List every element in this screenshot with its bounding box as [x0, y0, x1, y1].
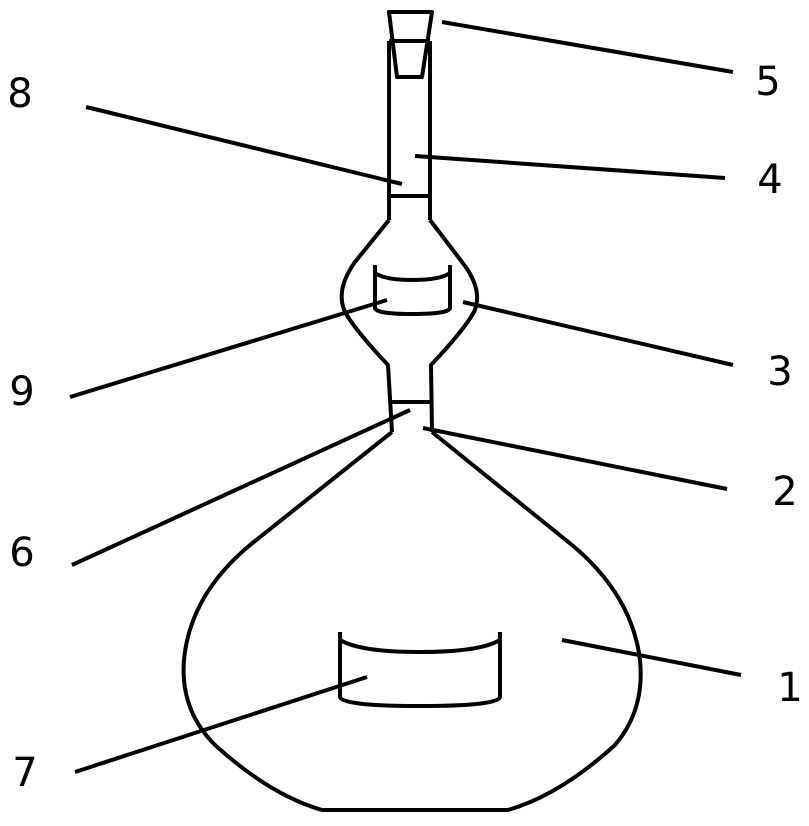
bottom-cup	[340, 632, 500, 706]
label-1: 1	[777, 665, 802, 711]
flask-body	[184, 432, 641, 810]
label-4: 4	[757, 157, 782, 203]
label-3: 3	[767, 349, 792, 395]
label-8: 8	[7, 71, 32, 117]
label-6: 6	[9, 530, 34, 576]
label-7: 7	[12, 750, 37, 796]
label-5: 5	[755, 59, 780, 105]
stopper	[389, 12, 432, 77]
label-2: 2	[772, 469, 797, 515]
bulb-cup	[375, 265, 450, 314]
label-9: 9	[9, 369, 34, 415]
